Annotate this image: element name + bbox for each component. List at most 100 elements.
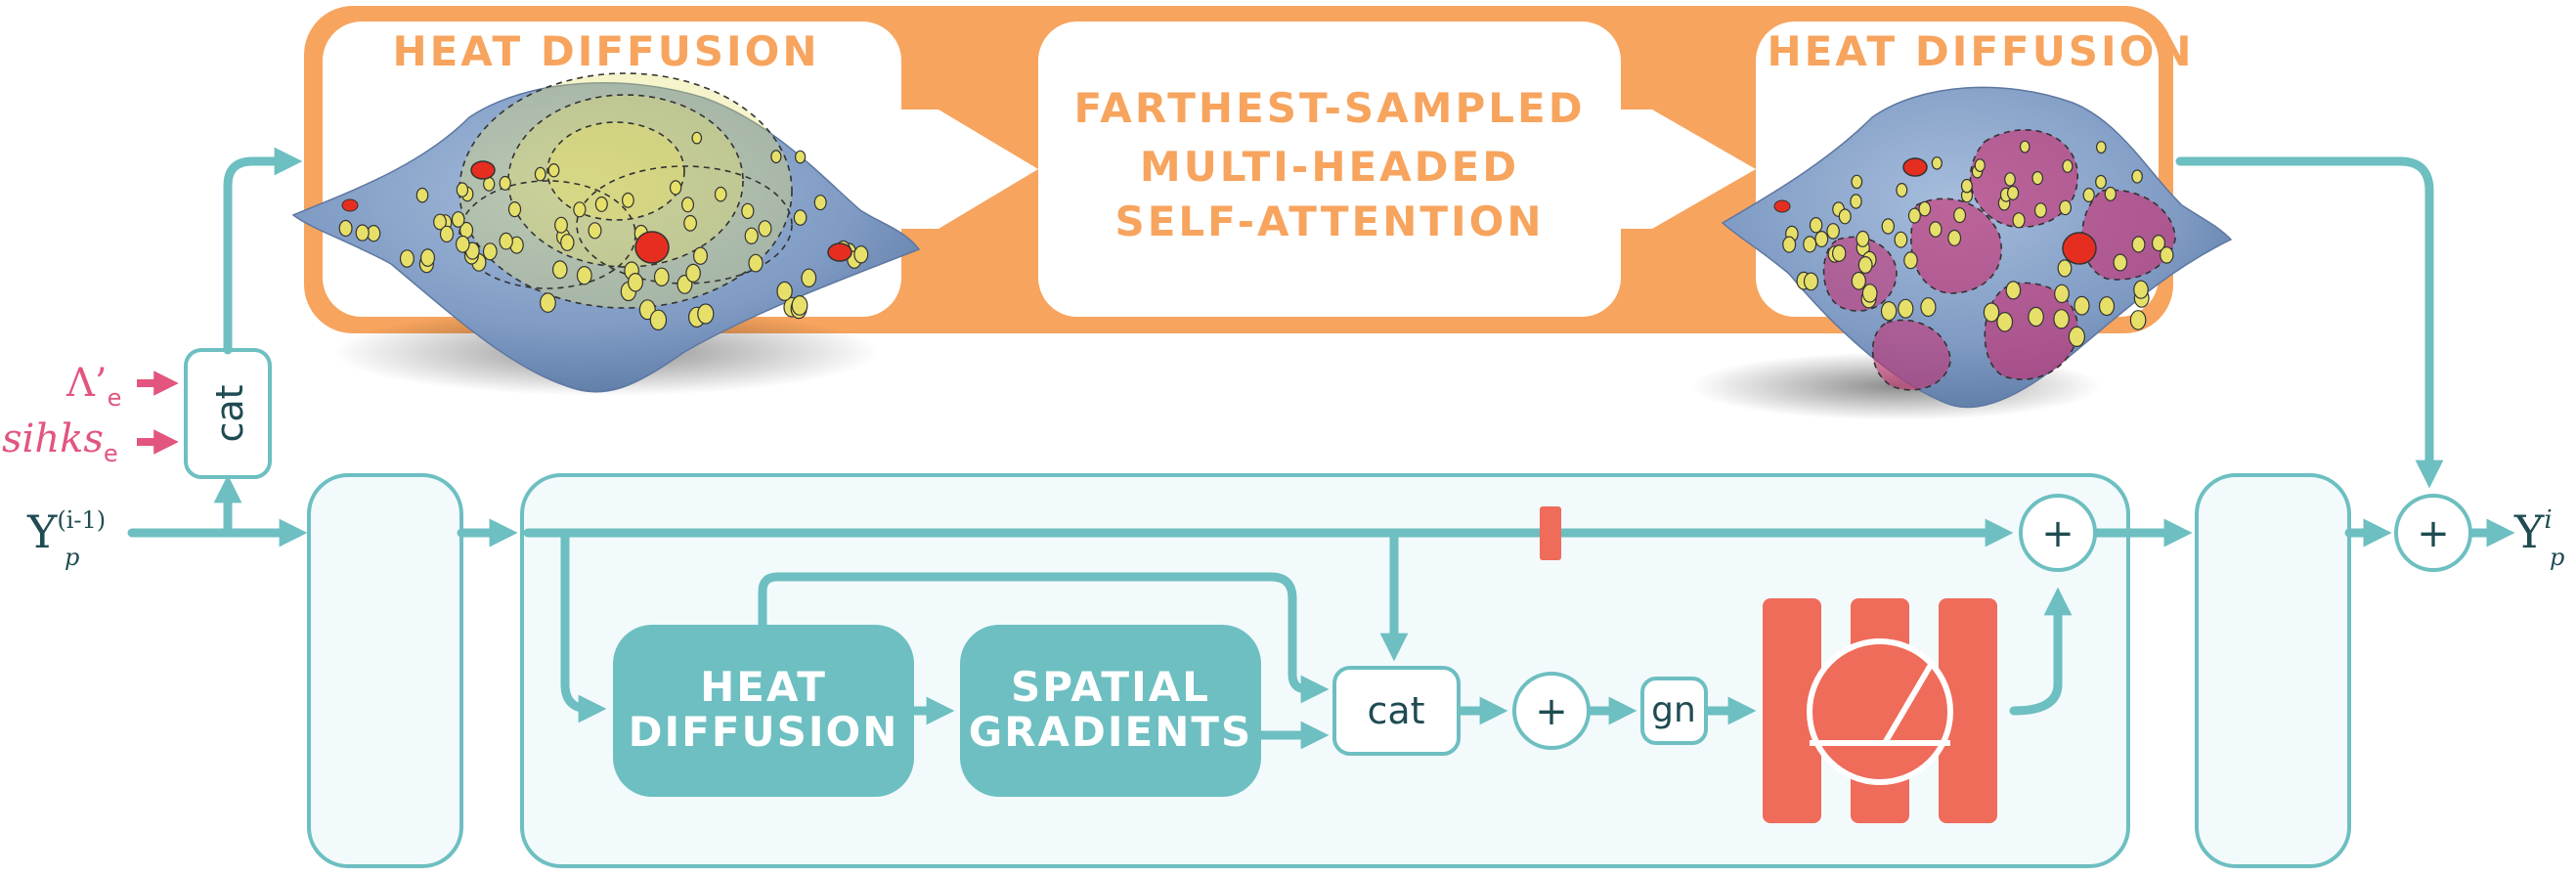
cat-vertical-label: cat (208, 384, 251, 442)
mesh-vertex (2054, 284, 2070, 304)
mesh-vertex (680, 197, 694, 213)
mesh-vertex (1880, 301, 1898, 322)
mesh-vertex (2033, 202, 2047, 219)
mesh-vertex (2131, 236, 2146, 253)
mesh-vertex (576, 266, 592, 285)
mesh-vertex (1831, 244, 1847, 262)
pre-block (307, 473, 463, 868)
mesh-right-sample-point (1773, 199, 1791, 213)
mesh-vertex (415, 187, 429, 203)
mesh-vertex (534, 166, 546, 182)
mesh-vertex (1881, 218, 1896, 235)
mesh-vertex (2104, 186, 2117, 201)
mesh-vertex (499, 175, 511, 191)
mesh-vertex (691, 131, 703, 145)
mesh-vertex (554, 216, 568, 234)
mesh-vertex (420, 248, 436, 267)
mesh-vertex (594, 196, 608, 212)
output-add-node: + (2394, 494, 2472, 572)
mesh-vertex (758, 220, 772, 238)
output-add-symbol: + (2417, 511, 2450, 556)
mesh-vertex (770, 150, 782, 164)
mesh-vertex (741, 202, 755, 220)
mesh-vertex (2007, 185, 2020, 200)
mesh-vertex (1814, 231, 1829, 248)
mesh-vertex (1918, 200, 1932, 217)
mesh-vertex (669, 180, 682, 196)
mesh-vertex (1782, 236, 1797, 253)
mesh-vertex (507, 201, 522, 218)
mesh-left-vertices (338, 131, 869, 330)
mesh-vertex (588, 222, 602, 240)
mesh-vertex (1960, 178, 1973, 194)
cat-vertical-block: cat (184, 348, 272, 479)
mesh-vertex (2028, 306, 2044, 328)
mesh-vertex (2005, 281, 2022, 300)
cat-to-attention (223, 147, 303, 355)
post-block (2195, 473, 2351, 868)
mesh-vertex (1894, 231, 1908, 248)
mesh-left (291, 72, 921, 396)
cat-inner-label: cat (1367, 689, 1424, 732)
attention-to-output (2175, 156, 2444, 489)
mesh-vertex (1850, 194, 1862, 209)
mesh-vertex (338, 219, 353, 238)
mesh-vertex (551, 260, 568, 280)
spatial-gradients-label-line-2: GRADIENTS (969, 708, 1253, 756)
mesh-vertex (744, 227, 759, 244)
mesh-vertex (622, 192, 634, 208)
mesh-right-vertices (1782, 140, 2174, 347)
mesh-vertex (2053, 309, 2070, 329)
mesh-vertex (2131, 169, 2143, 184)
heat-diffusion-label-line-2: DIFFUSION (629, 708, 899, 756)
mesh-left-sample-point (470, 160, 496, 180)
mesh-vertex (1903, 251, 1918, 270)
spatial-gradients-label-line-1: SPATIAL (1011, 663, 1210, 711)
mesh-vertex (2133, 280, 2149, 299)
heat-diffusion-title-right: HEAT DIFFUSION (1767, 27, 2194, 75)
mesh-left-sample-point (827, 242, 852, 262)
panel-arrow-left (901, 110, 1038, 229)
mesh-vertex (1898, 298, 1914, 319)
mesh-vertex (573, 201, 587, 218)
mesh-vertex (1920, 297, 1937, 318)
cat-inner-block: cat (1332, 666, 1461, 756)
group-norm-label: gn (1651, 690, 1696, 730)
mesh-vertex (1983, 302, 2000, 323)
mesh-vertex (1803, 272, 1819, 291)
mesh-vertex (2160, 246, 2174, 264)
heat-diffusion-label-line-1: HEAT (700, 663, 827, 711)
mesh-left-sample-point (341, 198, 359, 212)
mesh-vertex (801, 268, 817, 287)
mesh-vertex (2152, 235, 2166, 252)
mesh-vertex (499, 232, 513, 250)
mesh-vertex (1826, 223, 1840, 240)
mesh-vertex (683, 214, 697, 232)
mesh-vertex (2098, 296, 2116, 317)
mesh-vertex (2012, 212, 2026, 229)
mesh-vertex (2004, 172, 2016, 187)
y-input-sub: p (65, 544, 79, 571)
to-heat-diffusion-inner (560, 528, 607, 723)
time-add-symbol: + (1535, 689, 1568, 734)
mesh-vertex (2129, 310, 2147, 330)
mesh-vertex (1856, 230, 1870, 247)
mesh-left-sample-point (634, 231, 670, 264)
mesh-vertex (1953, 207, 1967, 224)
sihks-input-label: sihkse (2, 416, 118, 467)
mesh-vertex (1851, 174, 1863, 190)
mesh-vertex (2057, 259, 2073, 278)
mlp-to-residual-inner (2009, 587, 2073, 716)
mesh-vertex (1851, 271, 1866, 290)
mlp-layer-1 (1763, 598, 1821, 823)
time-add-node: + (1512, 672, 1591, 750)
mesh-vertex (653, 267, 670, 286)
attention-title-line-1: FARTHEST-SAMPLED (1073, 84, 1585, 132)
mesh-vertex (2074, 295, 2090, 316)
residual-add-symbol: + (2041, 511, 2074, 556)
mesh-vertex (482, 242, 498, 261)
attention-title-line-3: SELF-ATTENTION (1114, 197, 1544, 245)
y-output-label: Yi (2513, 505, 2553, 558)
mesh-vertex (1838, 208, 1852, 225)
mesh-vertex (1947, 229, 1962, 246)
